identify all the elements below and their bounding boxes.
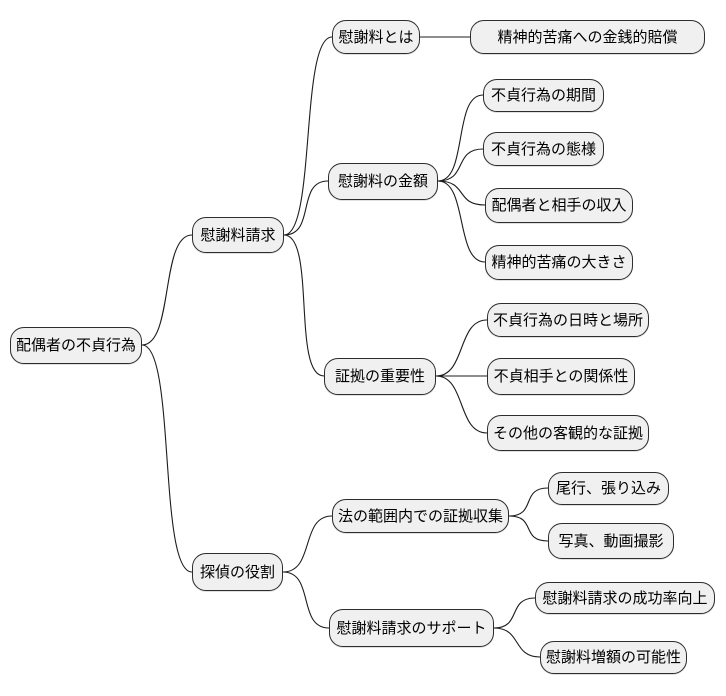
mindmap-node-aite-shunyu: 配偶者と相手の収入 bbox=[485, 188, 633, 223]
edge-root-tantei-yakuwari bbox=[141, 344, 193, 573]
mindmap-node-kinsen-baisho: 精神的苦痛への金銭的賠償 bbox=[470, 20, 705, 54]
mindmap-node-futei-taiyo: 不貞行為の態様 bbox=[483, 132, 604, 166]
edge-support-zogaku bbox=[493, 627, 541, 658]
mindmap-node-isharyo-seikyu: 慰謝料請求 bbox=[192, 217, 284, 253]
mindmap-node-tantei-yakuwari: 探偵の役割 bbox=[192, 553, 283, 591]
edge-shoko-nichiji bbox=[435, 319, 488, 377]
edge-seikyu-isharyo-towa bbox=[283, 36, 333, 236]
mindmap-node-seikyu-support: 慰謝料請求のサポート bbox=[329, 609, 494, 647]
mindmap-node-futei-kikan: 不貞行為の期間 bbox=[483, 79, 604, 112]
mindmap-node-kutsu-okisa: 精神的苦痛の大きさ bbox=[485, 245, 633, 280]
mindmap-node-shoko-juyosei: 証拠の重要性 bbox=[324, 358, 436, 395]
mindmap-node-biko-harikomi: 尾行、張り込み bbox=[548, 472, 669, 505]
mindmap-node-seikoritsu-kojo: 慰謝料請求の成功率向上 bbox=[535, 582, 715, 614]
mindmap-node-root: 配偶者の不貞行為 bbox=[10, 327, 142, 364]
mindmap-node-nichiji-basho: 不貞行為の日時と場所 bbox=[487, 303, 649, 337]
edge-hani-shashin bbox=[508, 515, 549, 542]
mindmap-node-kankeisei: 不貞相手との関係性 bbox=[487, 358, 635, 395]
mindmap-node-shashin-doga: 写真、動画撮影 bbox=[548, 523, 674, 559]
mindmap-node-ho-no-hani-shushu: 法の範囲内での証拠収集 bbox=[332, 499, 509, 533]
edge-tantei-ho-no-hani bbox=[282, 515, 333, 573]
edge-support-seikoritsu bbox=[493, 597, 536, 629]
edge-kingaku-shunyu bbox=[437, 180, 486, 206]
mindmap-node-isharyo-kingaku: 慰謝料の金額 bbox=[328, 163, 438, 200]
edge-seikyu-kingaku bbox=[283, 180, 329, 236]
edge-kingaku-kikan bbox=[437, 94, 484, 182]
edge-seikyu-shoko bbox=[283, 234, 325, 377]
edge-tantei-support bbox=[282, 571, 330, 629]
mindmap-node-kyakkan-shoko: その他の客観的な証拠 bbox=[487, 415, 649, 451]
edge-kingaku-okisa bbox=[437, 180, 486, 263]
edge-hani-biko bbox=[508, 487, 549, 517]
edge-kingaku-taiyo bbox=[437, 148, 484, 182]
edge-shoko-kyakkan bbox=[435, 375, 488, 434]
edge-root-isharyo-seikyu bbox=[141, 234, 193, 346]
mindmap-node-isharyo-towa: 慰謝料とは bbox=[332, 20, 420, 54]
mindmap-node-zogaku-kanosei: 慰謝料増額の可能性 bbox=[540, 641, 687, 674]
